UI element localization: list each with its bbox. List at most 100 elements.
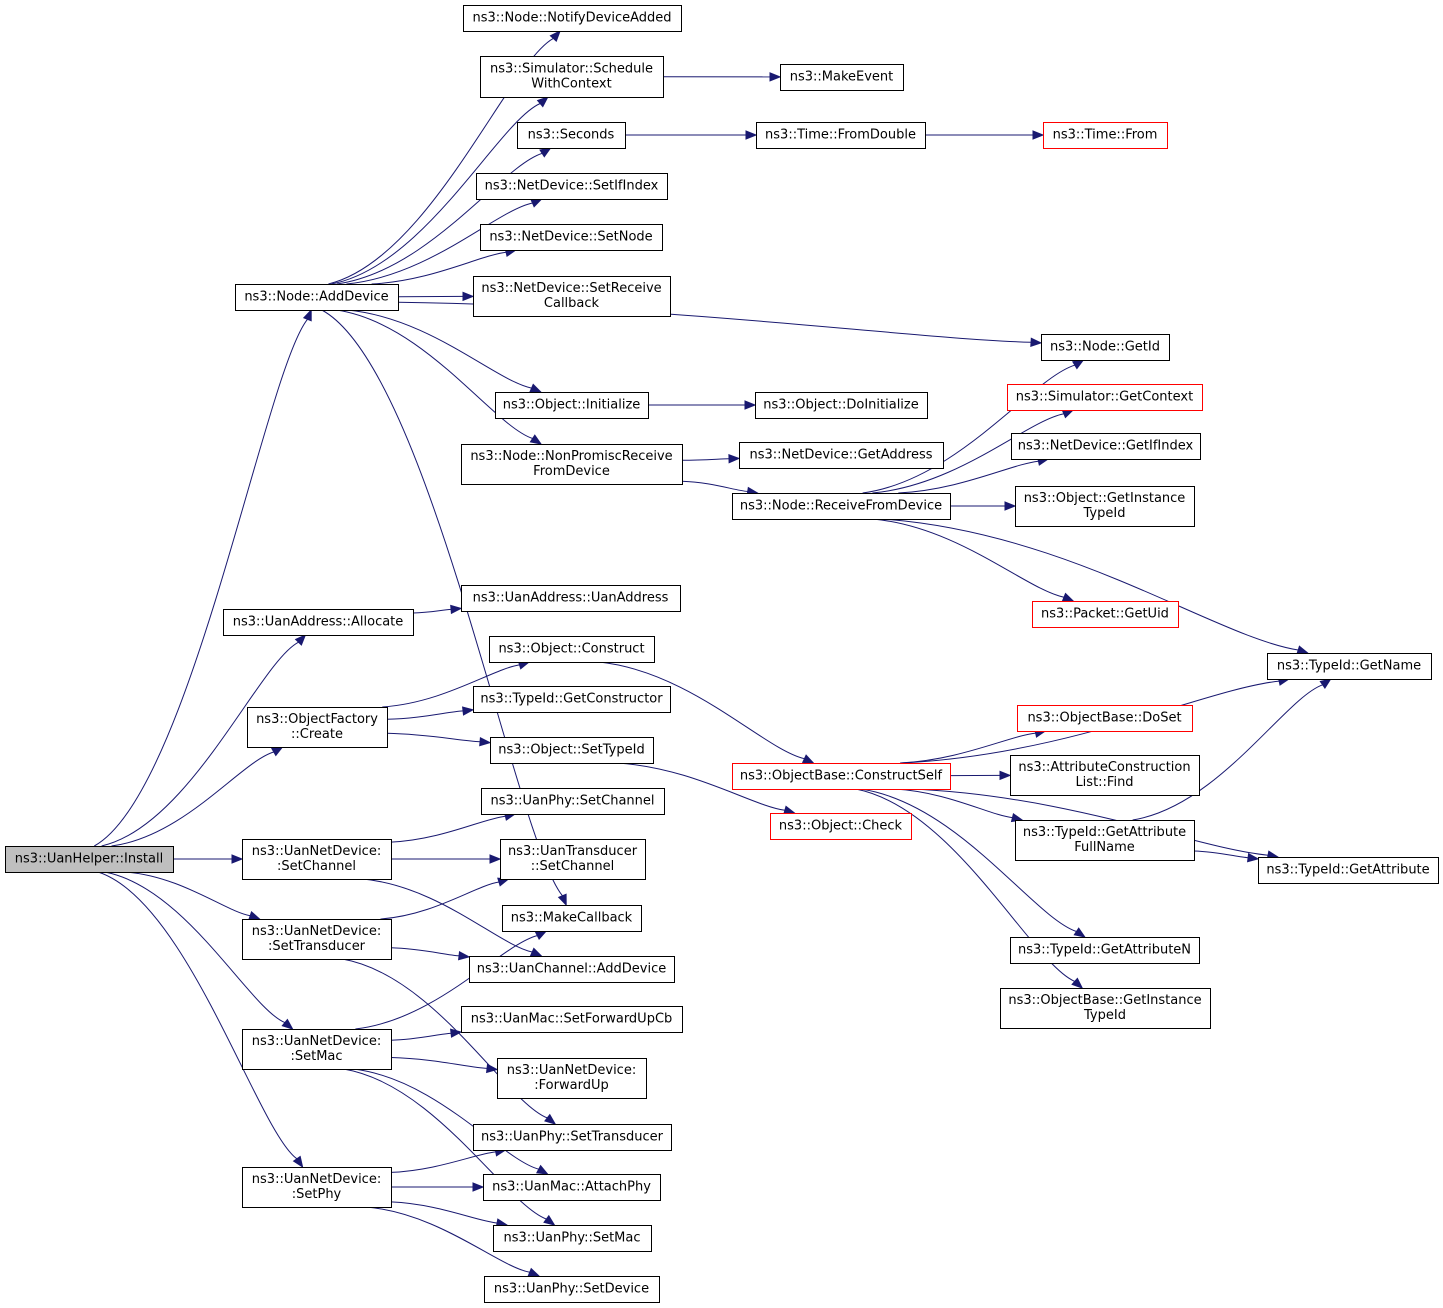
- node-box: [1000, 988, 1211, 1029]
- node-box: [1258, 857, 1439, 884]
- node-label: ns3::UanPhy::SetChannel: [490, 794, 654, 809]
- graph-node-getifindex[interactable]: ns3::NetDevice::GetIfIndex: [1011, 433, 1201, 460]
- node-label: FullName: [1074, 840, 1135, 855]
- node-box: [242, 1029, 392, 1070]
- arrowhead-icon: [489, 854, 502, 864]
- graph-node-chan_adddevice[interactable]: ns3::UanChannel::AddDevice: [469, 956, 675, 983]
- graph-node-setnode[interactable]: ns3::NetDevice::SetNode: [480, 224, 663, 251]
- graph-node-settransducer[interactable]: ns3::UanNetDevice::SetTransducer: [242, 919, 392, 960]
- graph-node-getattribute[interactable]: ns3::TypeId::GetAttribute: [1258, 857, 1439, 884]
- call-edge-install-to-setmac: [104, 871, 294, 1030]
- graph-node-notify[interactable]: ns3::Node::NotifyDeviceAdded: [463, 5, 682, 32]
- call-edge-schedule-to-makeevent: [662, 72, 782, 82]
- edge-line: [860, 788, 1077, 932]
- graph-node-objinit[interactable]: ns3::Object::Initialize: [495, 392, 649, 419]
- call-edge-create-to-settypeid: [386, 732, 492, 747]
- node-label: ns3::ObjectFactory: [256, 712, 378, 727]
- edge-line: [347, 309, 532, 389]
- edge-line: [390, 1151, 496, 1173]
- node-label: TypeId: [1083, 506, 1126, 521]
- graph-node-seconds[interactable]: ns3::Seconds: [517, 122, 626, 149]
- graph-node-phy_settransducer[interactable]: ns3::UanPhy::SetTransducer: [473, 1124, 672, 1151]
- arrowhead-icon: [728, 453, 741, 464]
- arrowhead-icon: [529, 434, 543, 445]
- graph-node-getid[interactable]: ns3::Node::GetId: [1041, 334, 1170, 361]
- graph-node-attachphy[interactable]: ns3::UanMac::AttachPhy: [483, 1174, 661, 1201]
- graph-node-phy_setchannel[interactable]: ns3::UanPhy::SetChannel: [481, 788, 665, 815]
- edge-line: [355, 935, 538, 1030]
- graph-node-makeevent[interactable]: ns3::MakeEvent: [780, 64, 904, 91]
- node-label: ns3::Node::AddDevice: [244, 290, 388, 305]
- node-box: [1007, 384, 1203, 411]
- node-label: ns3::ObjectBase::ConstructSelf: [740, 769, 943, 784]
- graph-node-setchannel[interactable]: ns3::UanNetDevice::SetChannel: [242, 839, 392, 880]
- graph-node-create[interactable]: ns3::ObjectFactory::Create: [247, 707, 388, 748]
- arrowhead-icon: [1073, 927, 1086, 938]
- graph-node-allocate[interactable]: ns3::UanAddress::Allocate: [223, 609, 414, 636]
- node-label: ns3::Object::Construct: [498, 642, 644, 657]
- edge-line: [599, 661, 805, 760]
- graph-node-objcheck[interactable]: ns3::Object::Check: [770, 813, 912, 840]
- arrowhead-icon: [801, 754, 815, 764]
- node-label: ns3::NetDevice::SetNode: [489, 230, 652, 245]
- arrowhead-icon: [294, 634, 307, 646]
- graph-node-getname[interactable]: ns3::TypeId::GetName: [1267, 653, 1432, 680]
- graph-node-objconstruct[interactable]: ns3::Object::Construct: [489, 636, 655, 663]
- arrowhead-icon: [292, 1155, 304, 1169]
- node-box: [497, 1058, 647, 1099]
- graph-node-packetgetuid[interactable]: ns3::Packet::GetUid: [1032, 601, 1179, 628]
- arrowhead-icon: [450, 604, 463, 615]
- graph-node-getconstructor[interactable]: ns3::TypeId::GetConstructor: [473, 686, 671, 713]
- call-edge-settransducer-to-chan_adddevice: [390, 947, 471, 961]
- call-edge-fromdouble-to-timefrom: [925, 130, 1045, 140]
- node-box: [480, 224, 663, 251]
- graph-node-trans_setchannel[interactable]: ns3::UanTransducer::SetChannel: [500, 839, 646, 880]
- graph-node-setifindex[interactable]: ns3::NetDevice::SetIfIndex: [476, 173, 668, 200]
- graph-node-getaddress[interactable]: ns3::NetDevice::GetAddress: [739, 442, 944, 469]
- edge-line: [390, 1201, 498, 1224]
- arrowhead-icon: [248, 911, 261, 921]
- graph-node-setforwardupcb[interactable]: ns3::UanMac::SetForwardUpCb: [461, 1006, 683, 1033]
- graph-node-setphy[interactable]: ns3::UanNetDevice::SetPhy: [242, 1167, 392, 1208]
- graph-node-getattributen[interactable]: ns3::TypeId::GetAttributeN: [1010, 937, 1200, 964]
- node-box: [493, 1225, 652, 1252]
- node-box: [739, 442, 944, 469]
- graph-node-receivefromdevice[interactable]: ns3::Node::ReceiveFromDevice: [732, 493, 951, 520]
- graph-node-doset[interactable]: ns3::ObjectBase::DoSet: [1017, 705, 1193, 732]
- graph-node-makecallback[interactable]: ns3::MakeCallback: [502, 905, 642, 932]
- node-label: ns3::UanNetDevice:: [252, 1034, 381, 1049]
- graph-node-setmac[interactable]: ns3::UanNetDevice::SetMac: [242, 1029, 392, 1070]
- graph-node-getcontext[interactable]: ns3::Simulator::GetContext: [1007, 384, 1203, 411]
- graph-node-constructself[interactable]: ns3::ObjectBase::ConstructSelf: [732, 763, 951, 790]
- call-edge-constructself-to-attrfind: [949, 770, 1012, 781]
- node-label: ::Create: [291, 727, 343, 742]
- node-label: ns3::UanChannel::AddDevice: [477, 962, 667, 977]
- graph-node-phy_setdevice[interactable]: ns3::UanPhy::SetDevice: [484, 1276, 660, 1303]
- node-label: ns3::Simulator::GetContext: [1016, 390, 1193, 405]
- graph-node-adddevice[interactable]: ns3::Node::AddDevice: [235, 284, 399, 311]
- graph-node-forwardup[interactable]: ns3::UanNetDevice::ForwardUp: [497, 1058, 647, 1099]
- graph-node-timefrom[interactable]: ns3::Time::From: [1043, 122, 1168, 149]
- graph-node-uanaddress[interactable]: ns3::UanAddress::UanAddress: [461, 585, 681, 612]
- graph-node-fromdouble[interactable]: ns3::Time::FromDouble: [756, 122, 926, 149]
- edge-line: [331, 103, 541, 285]
- graph-node-doinitialize[interactable]: ns3::Object::DoInitialize: [755, 392, 928, 419]
- call-edge-setmac-to-attachphy: [353, 1068, 549, 1175]
- arrowhead-icon: [1071, 359, 1085, 370]
- graph-node-settypeid[interactable]: ns3::Object::SetTypeId: [490, 737, 654, 764]
- node-label: ns3::UanAddress::Allocate: [233, 615, 404, 630]
- edge-line: [900, 732, 1036, 764]
- graph-node-phy_setmac[interactable]: ns3::UanPhy::SetMac: [493, 1225, 652, 1252]
- call-edge-constructself-to-getattrfullname: [894, 788, 1024, 823]
- arrowhead-icon: [472, 1182, 485, 1192]
- graph-node-install[interactable]: ns3::UanHelper::Install: [5, 846, 174, 873]
- arrowhead-icon: [281, 1018, 294, 1030]
- node-label: ::SetChannel: [531, 859, 614, 874]
